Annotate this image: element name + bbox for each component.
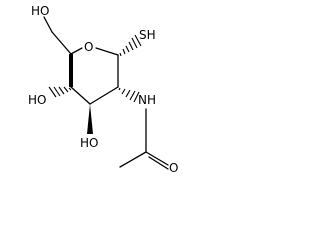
bond-c3-c4 <box>70 86 91 105</box>
hashed-bond-c2-nh <box>118 87 140 103</box>
hashed-bond-c4-oh <box>48 86 72 98</box>
bond-o5-c1 <box>95 47 119 56</box>
bond-c-o-double-a <box>145 151 169 166</box>
atom-label-ho-bottom: HO <box>80 136 98 150</box>
structure-diagram: HO O SH HO HO NH O <box>28 4 178 175</box>
bond-c6-c5 <box>51 31 72 55</box>
bond-o6-c6 <box>43 16 53 33</box>
atom-label-sh: SH <box>139 28 156 42</box>
bond-c2-c3 <box>89 86 119 105</box>
bond-c-methyl <box>119 151 147 168</box>
hashed-bond-c1-sh <box>119 34 142 57</box>
bond-c5-o5 <box>70 47 83 55</box>
atom-label-ho-top: HO <box>31 4 49 18</box>
bond-c-o-double-b <box>148 156 169 170</box>
atom-label-nh: NH <box>138 93 156 107</box>
wedge-bond-c3-oh <box>87 104 93 134</box>
atom-label-carbonyl-o: O <box>169 161 178 175</box>
molecule-drawing: HO O SH HO HO NH O <box>28 4 178 175</box>
atom-label-ring-o: O <box>84 40 93 54</box>
bold-bond-c5-c4 <box>69 54 73 87</box>
atom-label-ho-left: HO <box>28 93 46 107</box>
